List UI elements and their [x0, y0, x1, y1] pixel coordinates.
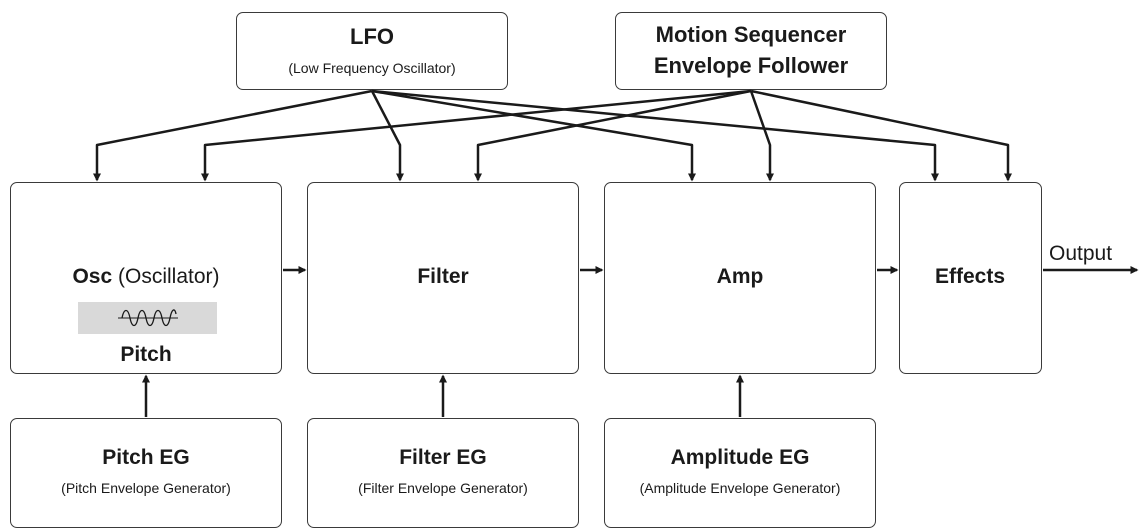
amplitude-eg-title: Amplitude EG [670, 446, 810, 469]
filter-eg-title: Filter EG [399, 446, 487, 469]
motion-sequencer-box [615, 12, 887, 90]
lfo-subtitle: (Low Frequency Oscillator) [288, 60, 456, 76]
motion-sequencer-title: Motion Sequencer [655, 22, 847, 47]
lfo-to-amp-arrow [371, 89, 696, 182]
lfo-title: LFO [350, 24, 394, 49]
effects-title: Effects [934, 265, 1006, 288]
pitch-eg-title: Pitch EG [102, 446, 190, 469]
amp-title: Amp [716, 265, 764, 288]
lfo-box [236, 12, 508, 90]
osc-title-rest: (Oscillator) [118, 265, 220, 288]
waveform-display [78, 302, 217, 334]
output-label: Output [1049, 242, 1113, 265]
motion-to-amp-arrow [749, 90, 774, 182]
motion-to-filter-arrow [474, 89, 752, 182]
pitch-label: Pitch [120, 343, 172, 366]
motion-to-osc-arrow [201, 89, 752, 182]
osc-box [10, 182, 282, 374]
effects-box [899, 182, 1042, 374]
pitch-eg-subtitle: (Pitch Envelope Generator) [61, 480, 231, 496]
amp-box [604, 182, 876, 374]
osc-title-bold: Osc [72, 265, 113, 288]
filter-eg-subtitle: (Filter Envelope Generator) [358, 480, 528, 496]
sine-wave-icon [118, 309, 178, 327]
motion-to-effects-arrow [750, 89, 1012, 182]
pitch-eg-box [10, 418, 282, 528]
envelope-follower-title: Envelope Follower [653, 53, 849, 78]
connector-arrows [93, 89, 1139, 417]
amplitude-eg-subtitle: (Amplitude Envelope Generator) [639, 480, 841, 496]
filter-title: Filter [417, 265, 469, 288]
osc-title: Osc (Oscillator) [72, 265, 219, 289]
lfo-to-filter-arrow [370, 90, 404, 182]
filter-box [307, 182, 579, 374]
lfo-to-osc-arrow [93, 89, 373, 182]
